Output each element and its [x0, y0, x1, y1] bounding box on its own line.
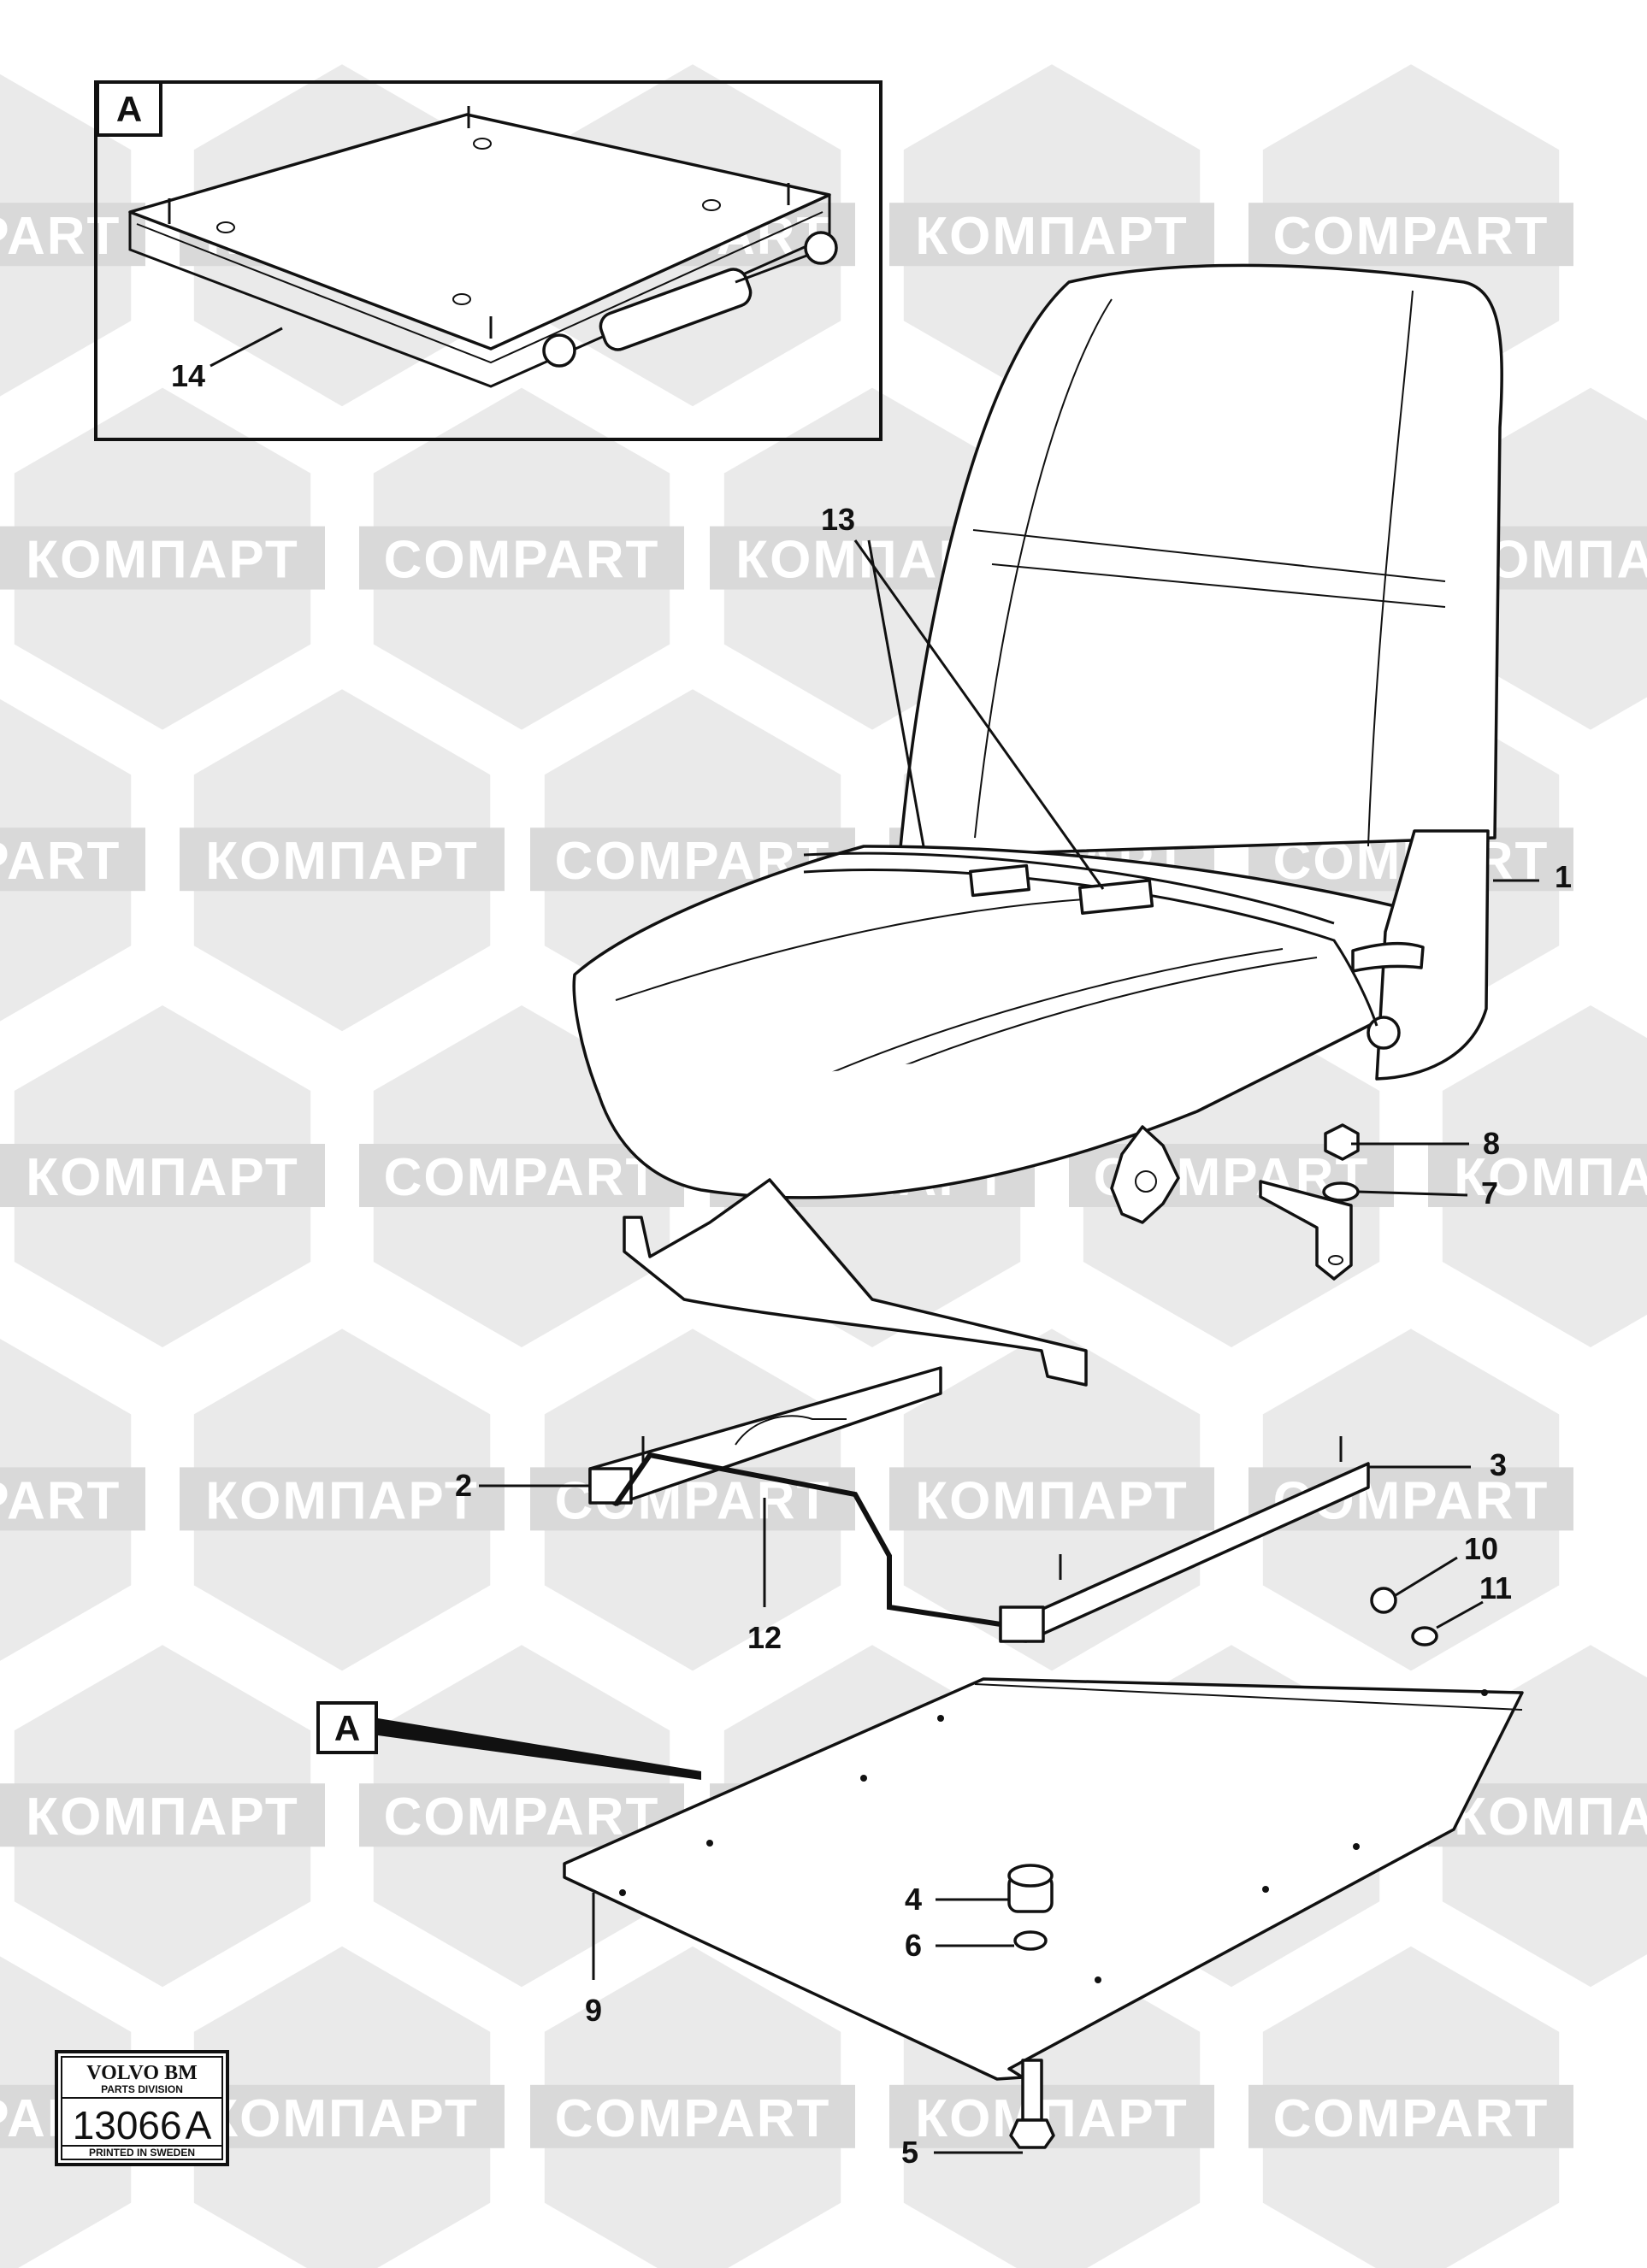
- watermark-text: COMPART: [1273, 207, 1550, 266]
- callout-7: 7: [1481, 1175, 1498, 1211]
- callout-9: 9: [585, 1993, 602, 2028]
- watermark-text: КОМПАРТ: [1454, 1148, 1647, 1207]
- hardware: [1007, 1123, 1438, 2149]
- watermark-text: КОМПАРТ: [26, 1148, 298, 1207]
- callout-3: 3: [1490, 1447, 1507, 1482]
- watermark-text: КОМПАРТ: [205, 832, 478, 891]
- stamp-division: PARTS DIVISION: [101, 2083, 183, 2095]
- callout-14: 14: [171, 358, 205, 393]
- callout-4: 4: [905, 1882, 922, 1917]
- callout-2: 2: [455, 1468, 472, 1503]
- inset-a-tag: A: [116, 89, 142, 129]
- callout-1: 1: [1555, 859, 1572, 894]
- detail-a-tag: A: [316, 1701, 701, 1780]
- watermark-text: COMPART: [384, 1148, 660, 1207]
- callout-6: 6: [905, 1928, 922, 1963]
- callouts: 13 1 8 7 2 3 12 10 11 4 6 5 9: [455, 502, 1572, 2170]
- watermark-text: COMPART: [384, 1788, 660, 1847]
- watermark-text: КОМПАРТ: [1454, 1788, 1647, 1847]
- inset-a-panel: A 14: [94, 80, 883, 441]
- callout-5: 5: [901, 2135, 918, 2170]
- seat: [572, 263, 1503, 1224]
- watermark-text: КОМПАРТ: [26, 531, 298, 590]
- callout-13: 13: [821, 502, 855, 537]
- watermark-text: КОМПАРТ: [915, 207, 1188, 266]
- watermark-text: КОМПАРТ: [205, 1471, 478, 1530]
- slide-rails: [588, 1366, 1370, 1643]
- watermark-text: COMPART: [0, 207, 121, 266]
- callout-12: 12: [747, 1620, 782, 1655]
- gas-damper: [542, 231, 838, 368]
- svg-text:A: A: [334, 1708, 360, 1748]
- stamp-printed: PRINTED IN SWEDEN: [89, 2147, 195, 2159]
- callout-10: 10: [1464, 1531, 1498, 1566]
- watermark-text: КОМПАРТ: [915, 1471, 1188, 1530]
- seat-base-bracket: [623, 1178, 1353, 1387]
- watermark-text: COMPART: [0, 1471, 121, 1530]
- watermark-text: КОМПАРТ: [26, 1788, 298, 1847]
- watermark-text: COMPART: [555, 2089, 831, 2148]
- stamp-brand: VOLVO BM: [86, 2062, 198, 2084]
- watermark-text: КОМПАРТ: [205, 2089, 478, 2148]
- callout-11: 11: [1479, 1570, 1512, 1605]
- volvo-bm-stamp: VOLVO BM PARTS DIVISION 13066A PRINTED I…: [55, 2050, 229, 2166]
- callout-8: 8: [1483, 1126, 1500, 1161]
- watermark-text: COMPART: [0, 832, 121, 891]
- watermark-text: COMPART: [384, 531, 660, 590]
- watermark-text: COMPART: [1273, 2089, 1550, 2148]
- stamp-number: 13066A: [73, 2103, 212, 2147]
